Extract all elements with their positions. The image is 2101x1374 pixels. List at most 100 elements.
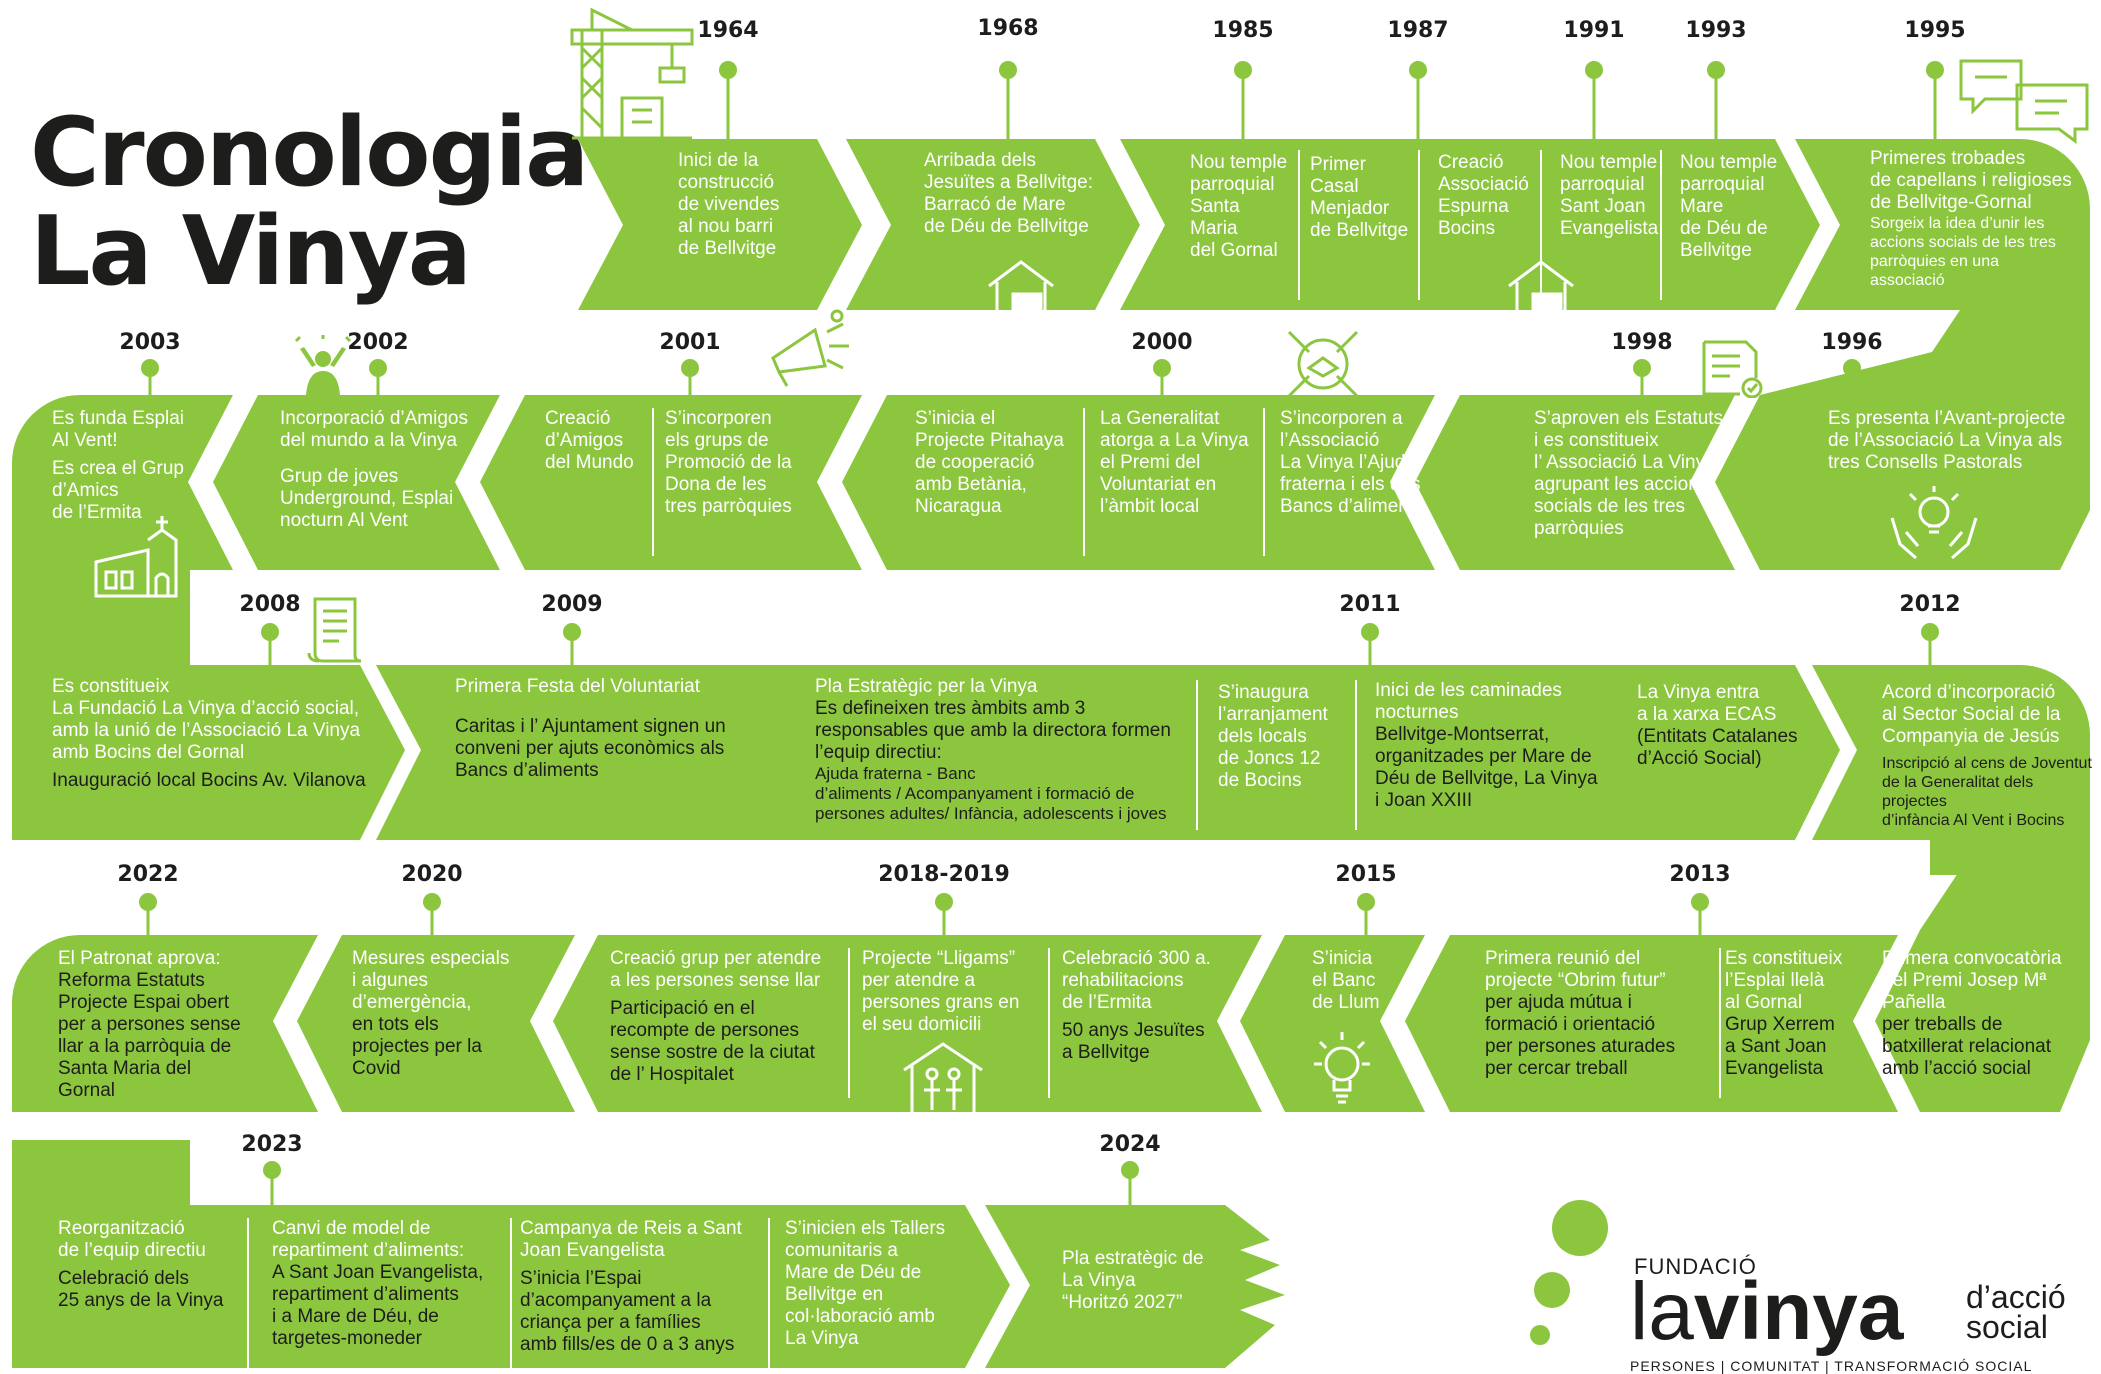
year-dot [1633, 359, 1651, 377]
year-dot [1409, 61, 1427, 79]
year-label: 2023 [241, 1132, 303, 1157]
year-stem [1128, 1170, 1132, 1205]
logo-name-bold: vinya [1693, 1266, 1904, 1357]
year-dot [681, 359, 699, 377]
divider [1418, 150, 1420, 300]
divider [1719, 948, 1721, 1098]
year-dot [369, 359, 387, 377]
divider [1048, 948, 1050, 1098]
certificate-icon [1702, 340, 1763, 398]
row3-segment-3 [738, 665, 1840, 840]
year-stem [376, 368, 380, 395]
year-dot [1153, 359, 1171, 377]
row2-segment-1 [1715, 345, 2090, 570]
year-stem [1416, 70, 1420, 139]
year-label: 1995 [1904, 18, 1966, 43]
year-dot [1357, 893, 1375, 911]
logo-circle-2 [1534, 1272, 1570, 1308]
year-stem [430, 902, 434, 935]
divider [848, 948, 850, 1098]
event-2010: Pla Estratègic per la Vinya Es defineixe… [815, 676, 1171, 823]
chat-bubbles-icon [1959, 59, 2089, 144]
year-label: 2018-2019 [878, 862, 1010, 887]
row4-segment-4 [553, 935, 1262, 1112]
divider [510, 1218, 512, 1368]
year-label: 2015 [1335, 862, 1397, 887]
year-label: 2020 [401, 862, 463, 887]
divider [652, 408, 654, 556]
page-title: Cronologia La Vinya [30, 104, 589, 302]
year-stem [1933, 70, 1937, 139]
year-stem [146, 902, 150, 935]
row4-segment-1 [1875, 870, 2090, 1112]
divider [768, 1218, 770, 1368]
year-dot [1234, 61, 1252, 79]
logo-fundacio: FUNDACIÓ [1634, 1254, 1757, 1279]
logo-name-light: la [1630, 1266, 1694, 1357]
year-dot [1707, 61, 1725, 79]
logo-circle-1 [1552, 1200, 1608, 1256]
year-dot [1585, 61, 1603, 79]
year-dot [139, 893, 157, 911]
row2-segment-2 [1415, 395, 1735, 570]
year-label: 1996 [1821, 330, 1883, 355]
year-dot [1361, 623, 1379, 641]
year-stem [1006, 70, 1010, 139]
row2-segment-3 [842, 395, 1435, 570]
logo-accio-social: d’acció social [1966, 1281, 2066, 1343]
year-label: 1993 [1685, 18, 1747, 43]
row1-segment-1 [578, 139, 862, 310]
year-dot [263, 1161, 281, 1179]
row3-segment-1 [12, 600, 405, 840]
year-dot [261, 623, 279, 641]
row4-segment-2 [1405, 935, 1898, 1112]
year-dot [1921, 623, 1939, 641]
year-stem [268, 632, 272, 665]
year-label: 2024 [1099, 1132, 1161, 1157]
year-stem [1640, 368, 1644, 395]
year-label: 2013 [1669, 862, 1731, 887]
year-stem [270, 1170, 274, 1205]
divider [247, 1218, 249, 1368]
year-stem [1160, 368, 1164, 395]
year-stem [1592, 70, 1596, 139]
year-label: 2000 [1131, 330, 1193, 355]
year-stem [570, 632, 574, 665]
event-2009: Primera Festa del Voluntariat Caritas i … [455, 676, 726, 781]
year-label: 1968 [977, 16, 1039, 41]
year-label: 1991 [1563, 18, 1625, 43]
year-dot [999, 61, 1017, 79]
year-dot [1843, 359, 1861, 377]
year-label: 1987 [1387, 18, 1449, 43]
year-stem [1241, 70, 1245, 139]
year-label: 2012 [1899, 592, 1961, 617]
row4-turn [12, 935, 318, 1112]
year-label: 2003 [119, 330, 181, 355]
lightbulb-icon [1314, 1032, 1370, 1104]
row3-turn [1812, 665, 2090, 905]
year-label: 2001 [659, 330, 721, 355]
house-icon [988, 260, 1054, 314]
row1-turn [1795, 139, 2090, 390]
year-dot [423, 893, 441, 911]
row3-segment-2 [376, 665, 805, 840]
house-icon [1508, 260, 1574, 314]
